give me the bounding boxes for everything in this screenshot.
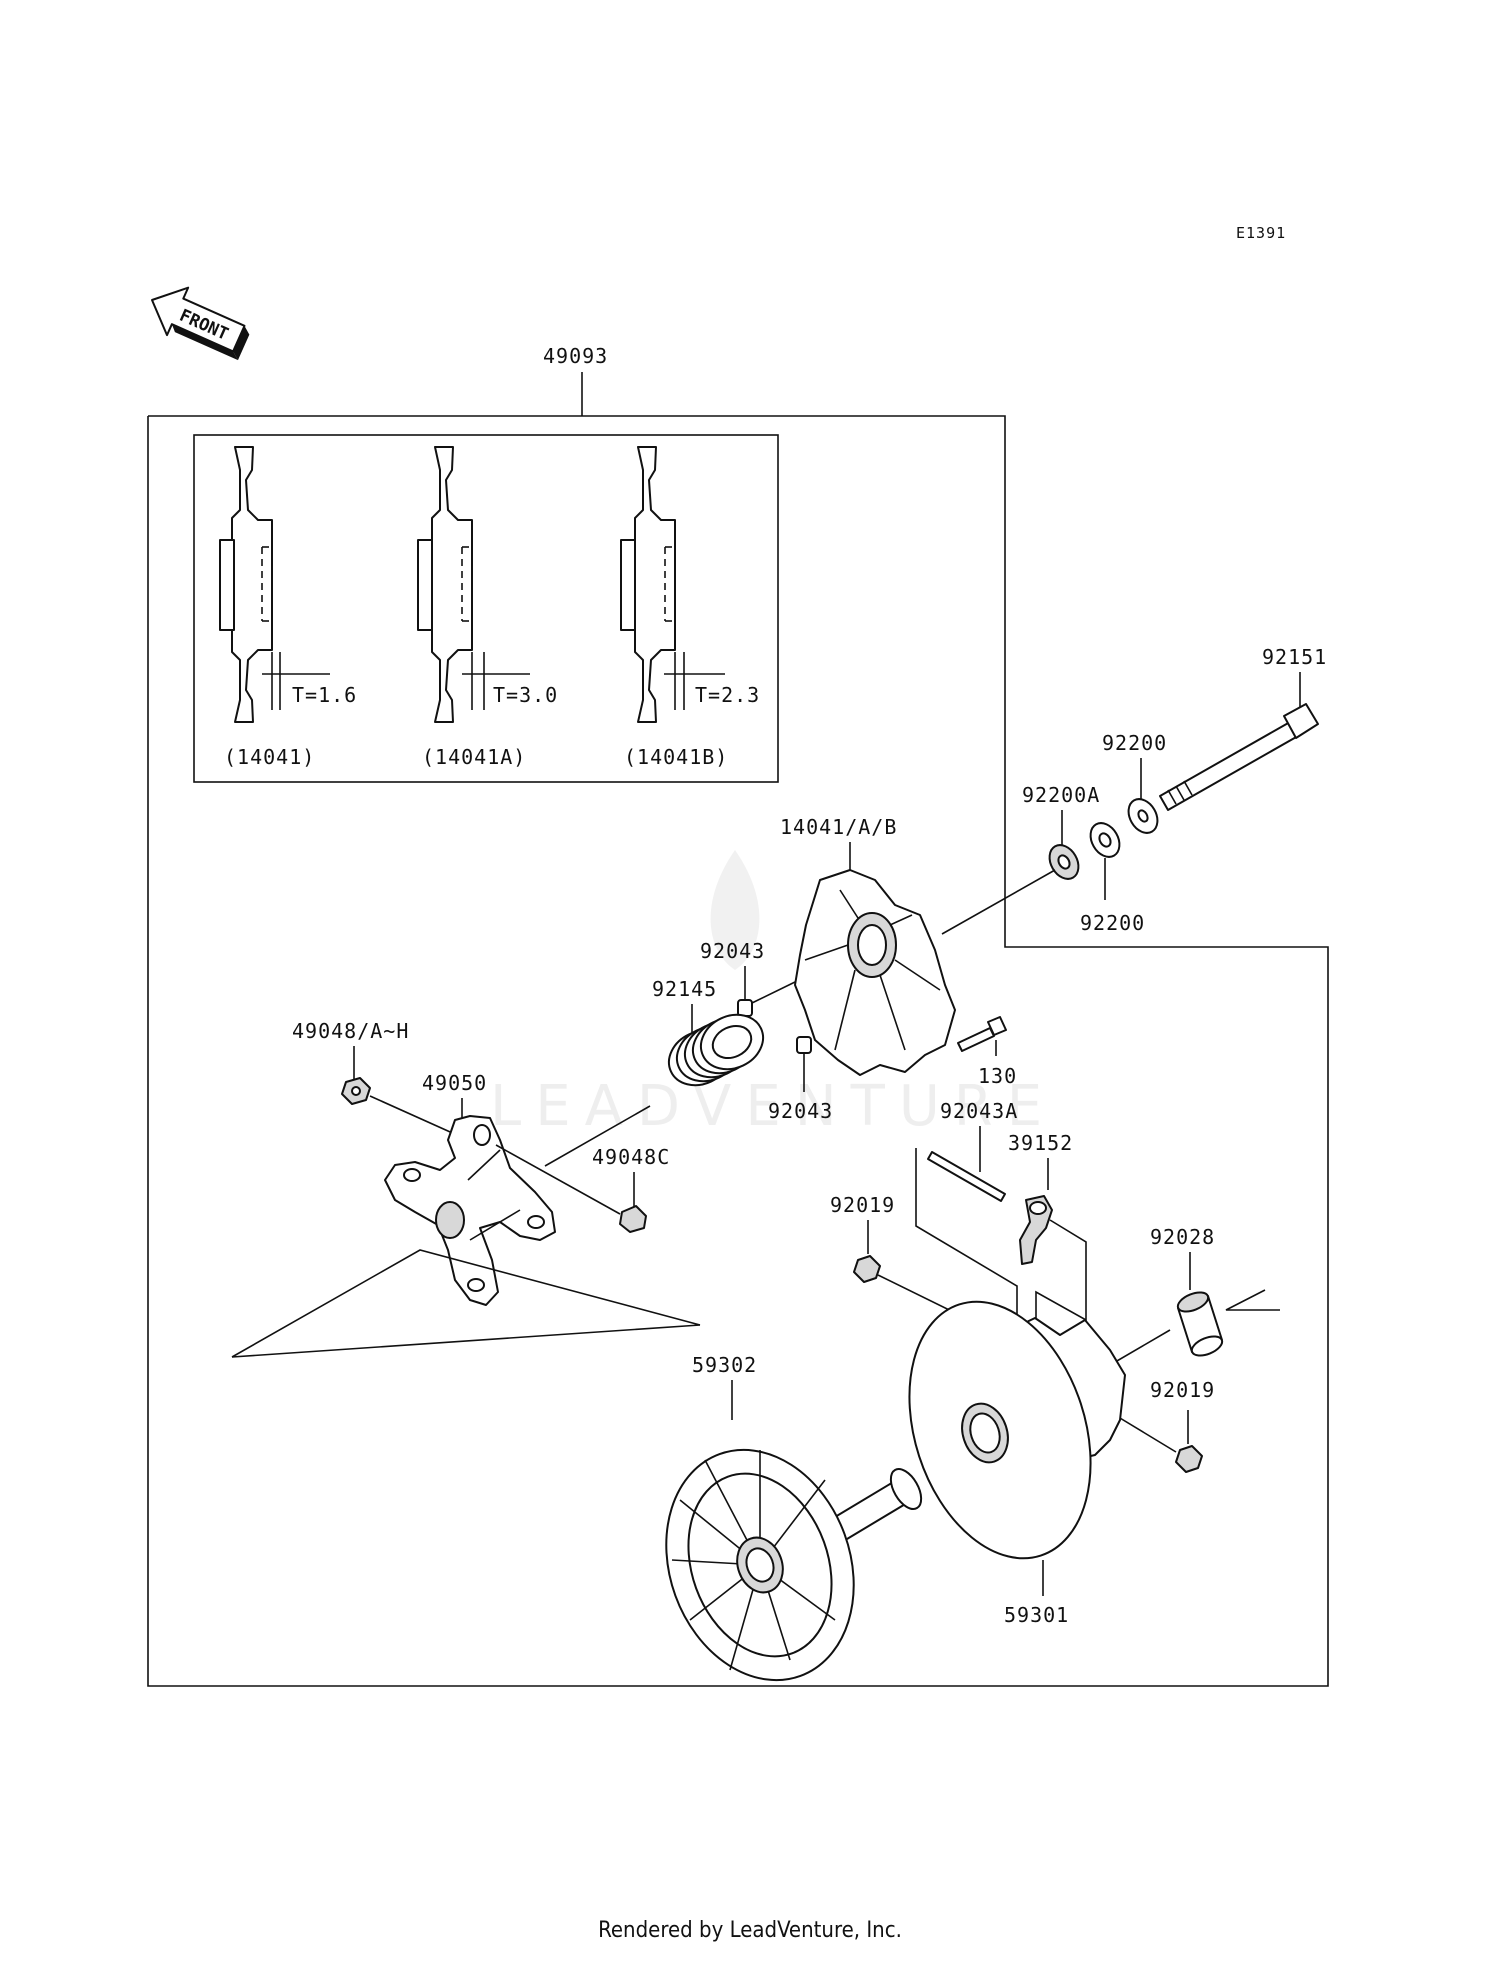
axis-mid <box>544 1105 651 1167</box>
bolt-92151 <box>1159 703 1319 811</box>
arm-guide-lines <box>231 1249 701 1358</box>
leader-92043-top-link <box>751 981 796 1004</box>
spring-92145 <box>667 1013 765 1087</box>
label-92043-bottom: 92043 <box>768 1099 833 1123</box>
label-92200A: 92200A <box>1022 783 1100 807</box>
roller-39152 <box>1019 1195 1053 1265</box>
bushing-92028 <box>1176 1291 1224 1357</box>
fixed-sheave-59302 <box>665 1448 923 1682</box>
label-59302: 59302 <box>692 1353 757 1377</box>
front-arrow-icon: FRONT <box>151 286 250 361</box>
washer-92200A <box>1048 844 1080 880</box>
bolt-130 <box>957 1016 1007 1052</box>
shim-14041A-part: (14041A) <box>422 745 526 769</box>
footer-credit: Rendered by LeadVenture, Inc. <box>598 1918 902 1943</box>
label-92028: 92028 <box>1150 1225 1215 1249</box>
label-49048AH: 49048/A~H <box>292 1019 409 1043</box>
arm-guide-base <box>231 1324 701 1358</box>
shim-14041B-thickness: T=2.3 <box>695 683 760 707</box>
shim-14041A <box>417 446 530 723</box>
shim-14041-part: (14041) <box>224 745 315 769</box>
nut-49048C <box>619 1205 647 1233</box>
shim-14041B-part: (14041B) <box>624 745 728 769</box>
bracket-left <box>915 1148 1018 1330</box>
label-92043-top: 92043 <box>700 939 765 963</box>
label-92145: 92145 <box>652 977 717 1001</box>
label-49050: 49050 <box>422 1071 487 1095</box>
nut-92019-left <box>853 1255 881 1283</box>
label-92019-left: 92019 <box>830 1193 895 1217</box>
washer-92200-inner <box>1089 822 1121 858</box>
pin-92043A <box>927 1151 1006 1202</box>
leader-49048C-link <box>495 1144 621 1215</box>
label-92043A: 92043A <box>940 1099 1018 1123</box>
axis-upper <box>941 869 1056 935</box>
label-39152: 39152 <box>1008 1131 1073 1155</box>
bracket-right <box>1035 1219 1087 1330</box>
diagram-ref-code: E1391 <box>1236 224 1286 242</box>
nut-92019-right <box>1175 1445 1203 1473</box>
watermark-logo <box>710 850 760 970</box>
label-92019-right: 92019 <box>1150 1378 1215 1402</box>
assembly-outline <box>147 415 1329 1687</box>
shim-14041A-thickness: T=3.0 <box>493 683 558 707</box>
weight-arm-49050 <box>384 1115 556 1306</box>
washer-92200-outer <box>1127 798 1159 834</box>
label-49048C: 49048C <box>592 1145 670 1169</box>
label-92200-bottom: 92200 <box>1080 911 1145 935</box>
movable-sheave-59301 <box>908 1300 1126 1560</box>
label-49093: 49093 <box>543 344 608 368</box>
pin-92043-top <box>737 999 753 1017</box>
label-92151: 92151 <box>1262 645 1327 669</box>
watermark-text: LEADVENTURE <box>490 1074 1056 1139</box>
shim-14041B <box>620 446 725 723</box>
bushing-guide <box>1225 1289 1280 1311</box>
label-14041AB: 14041/A/B <box>780 815 897 839</box>
label-59301: 59301 <box>1004 1603 1069 1627</box>
label-130: 130 <box>978 1064 1017 1088</box>
shim-14041-thickness: T=1.6 <box>292 683 357 707</box>
shim-14041 <box>219 446 330 723</box>
nut-49048 <box>341 1077 371 1105</box>
label-92200-top: 92200 <box>1102 731 1167 755</box>
pin-92043-bottom <box>796 1036 812 1054</box>
shim-inset-box <box>193 434 779 783</box>
spider-14041 <box>794 869 956 1076</box>
